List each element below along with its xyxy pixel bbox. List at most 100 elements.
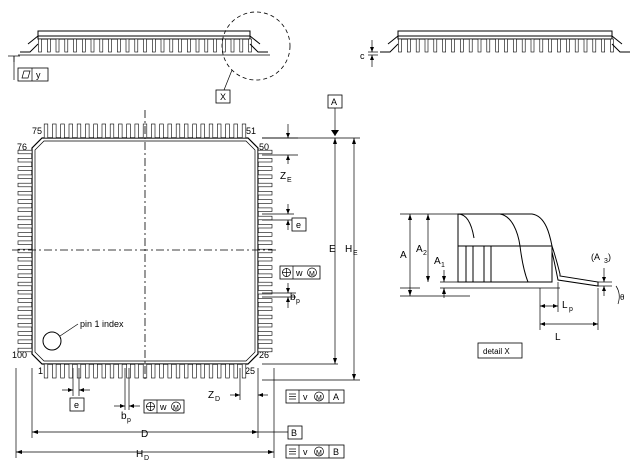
lead-bottom [241,363,247,379]
side-lead [486,38,491,53]
side-lead [187,38,191,53]
lead-left [17,290,33,295]
lead-top [233,123,238,139]
lead-left [17,199,33,204]
lead-left [17,298,33,303]
side-lead [504,38,508,53]
lead-left [17,257,33,262]
lead-right [257,199,273,204]
bp-right-sub: p [296,298,300,305]
v-tol-a-datum: A [333,392,339,402]
lead-right [257,339,273,344]
lead-left [17,232,33,237]
lead-left [17,215,33,221]
lead-left [17,149,33,155]
lead-bottom [60,363,65,379]
lead-left [17,331,33,336]
side-lead [38,38,42,53]
lead-left [17,191,33,196]
svg-text:H: H [136,449,143,460]
pin-25-label: 25 [245,366,255,376]
datum-a-letter: A [331,97,337,107]
lead-top [85,123,90,139]
lead-right [257,174,273,179]
side-lead [46,38,51,53]
side-lead [64,38,69,53]
dim-A1-letter: A [434,256,441,267]
lead-top [167,123,172,139]
lead-right [257,265,273,270]
side-lead [239,38,244,53]
lead-left [17,240,33,245]
side-lead [512,38,517,53]
svg-text:D: D [144,455,149,462]
side-lead [592,38,597,53]
lead-bottom [52,363,57,379]
side-lead [521,38,526,53]
pitch-e-right: e [262,204,307,232]
lead-right [257,158,273,163]
lead-left [17,224,33,229]
pin-76-label: 76 [17,142,27,152]
svg-text:3: 3 [604,258,608,265]
zd-letter: Z [208,390,214,401]
lead-top [184,123,189,139]
svg-text:p: p [296,298,300,305]
lead-bottom [200,363,205,379]
pitch-e-bottom: e [62,368,90,412]
side-lead [108,38,112,53]
svg-text:): ) [608,252,611,262]
svg-text:L: L [562,300,568,311]
dim-A3-open: (A [591,252,600,262]
side-lead [557,38,561,53]
side-view-right: c [360,30,630,67]
dim-E: E [329,244,336,255]
svg-text:2: 2 [423,250,427,257]
lead-top [175,123,181,139]
lead-right [257,248,273,254]
lead-bottom [68,363,73,379]
side-lead [601,38,606,53]
pitch-e-bottom-label: e [74,400,79,410]
lead-top [68,123,73,139]
lead-top [151,123,156,139]
side-lead [222,38,226,53]
datum-b-letter: B [291,428,297,438]
v-tol-a: v [303,392,308,402]
lead-bottom [85,363,90,379]
side-lead [230,38,235,53]
svg-text:Z: Z [280,171,286,182]
dim-HE-sub: E [353,250,358,257]
svg-text:p: p [569,306,573,313]
lead-left [17,158,33,163]
side-view-right-leads [398,38,614,53]
dim-A2-sub: 2 [423,250,427,257]
side-lead [539,38,544,53]
ze-letter: Z [280,171,286,182]
side-lead [90,38,95,53]
side-lead [213,38,217,53]
flatness-icon [21,70,31,79]
detail-x-view: A A 2 A 1 (A 3 ) [400,213,625,359]
w-tol-right: w [295,268,303,278]
dim-HE-letter: H [345,244,352,255]
zd-subscript: D [215,396,220,403]
side-lead [143,38,147,53]
lead-right [257,240,273,245]
svg-text:1: 1 [441,262,445,269]
svg-text:A: A [434,256,441,267]
dim-A1-sub: 1 [441,262,445,269]
lead-right [257,166,273,171]
lead-top [76,123,82,139]
lead-right [257,298,273,303]
v-tolerance-a: v M A [285,389,345,404]
dim-Lp-letter: L [562,300,568,311]
lead-bottom [167,363,172,379]
lead-right [257,273,273,278]
side-lead [117,38,121,53]
lead-bottom [217,363,222,379]
zd-dimension: Z D [208,368,268,403]
lead-bottom [43,363,49,379]
m-mod-bottom: M [173,405,179,412]
